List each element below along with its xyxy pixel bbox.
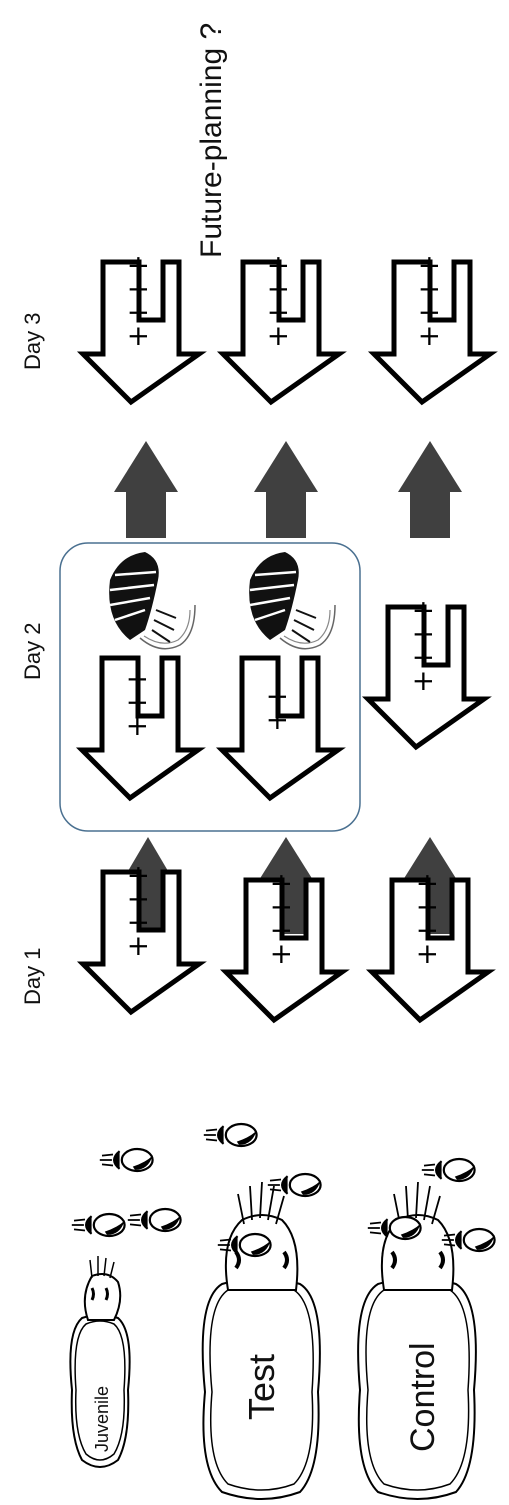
plus-marks: ++++ — [121, 864, 154, 958]
future-planning-annotation: Future-planning ? — [195, 23, 228, 258]
arrow-row3-day2-day3 — [398, 441, 462, 538]
test-label: Test — [241, 1354, 282, 1420]
prey-icon-control-1 — [420, 1157, 476, 1183]
juvenile-label: Juvenile — [92, 1386, 112, 1452]
house-row1-day2: +++ — [82, 658, 198, 798]
plus-marks: ++ — [260, 685, 293, 732]
prey-icon-juvenile-1 — [98, 1147, 154, 1173]
plus-marks: ++++ — [121, 254, 154, 348]
house-row1-day1: ++++ — [83, 864, 199, 1012]
house-row2-day2: ++ — [222, 658, 338, 798]
plus-marks: ++++ — [406, 599, 439, 693]
house-row3-day3: ++++ — [374, 254, 490, 402]
prey-icon-test-1 — [202, 1122, 258, 1148]
arrow-row2-day2-day3 — [254, 441, 318, 538]
house-row1-day3: ++++ — [83, 254, 199, 402]
plus-marks: ++++ — [264, 872, 297, 966]
control-label: Control — [404, 1342, 442, 1452]
plus-marks: ++++ — [410, 872, 443, 966]
prey-icon-juvenile-3 — [126, 1207, 182, 1233]
cuttlefish-juvenile: Juvenile — [69, 1256, 131, 1468]
house-row2-day1: ++++ — [226, 872, 342, 1020]
cuttlefish-test: Test — [201, 1181, 321, 1500]
house-row3-day2: ++++ — [368, 599, 484, 747]
prey-icon-control-2 — [366, 1215, 422, 1241]
prey-icon-test-2 — [266, 1172, 322, 1198]
house-row3-day1: ++++ — [372, 872, 488, 1020]
day-3-label: Day 3 — [20, 313, 45, 370]
shrimp-icon-row1 — [107, 550, 197, 650]
prey-icon-juvenile-2 — [70, 1212, 126, 1238]
arrow-row1-day2-day3 — [114, 441, 178, 538]
plus-marks: ++++ — [412, 254, 445, 348]
plus-marks: ++++ — [261, 254, 294, 348]
day-2-label: Day 2 — [20, 623, 45, 680]
day2-group-box — [59, 542, 361, 832]
day-1-label: Day 1 — [20, 948, 45, 1005]
house-row2-day3: ++++ — [223, 254, 339, 402]
shrimp-icon-row2 — [247, 550, 337, 650]
plus-marks: +++ — [120, 668, 153, 738]
